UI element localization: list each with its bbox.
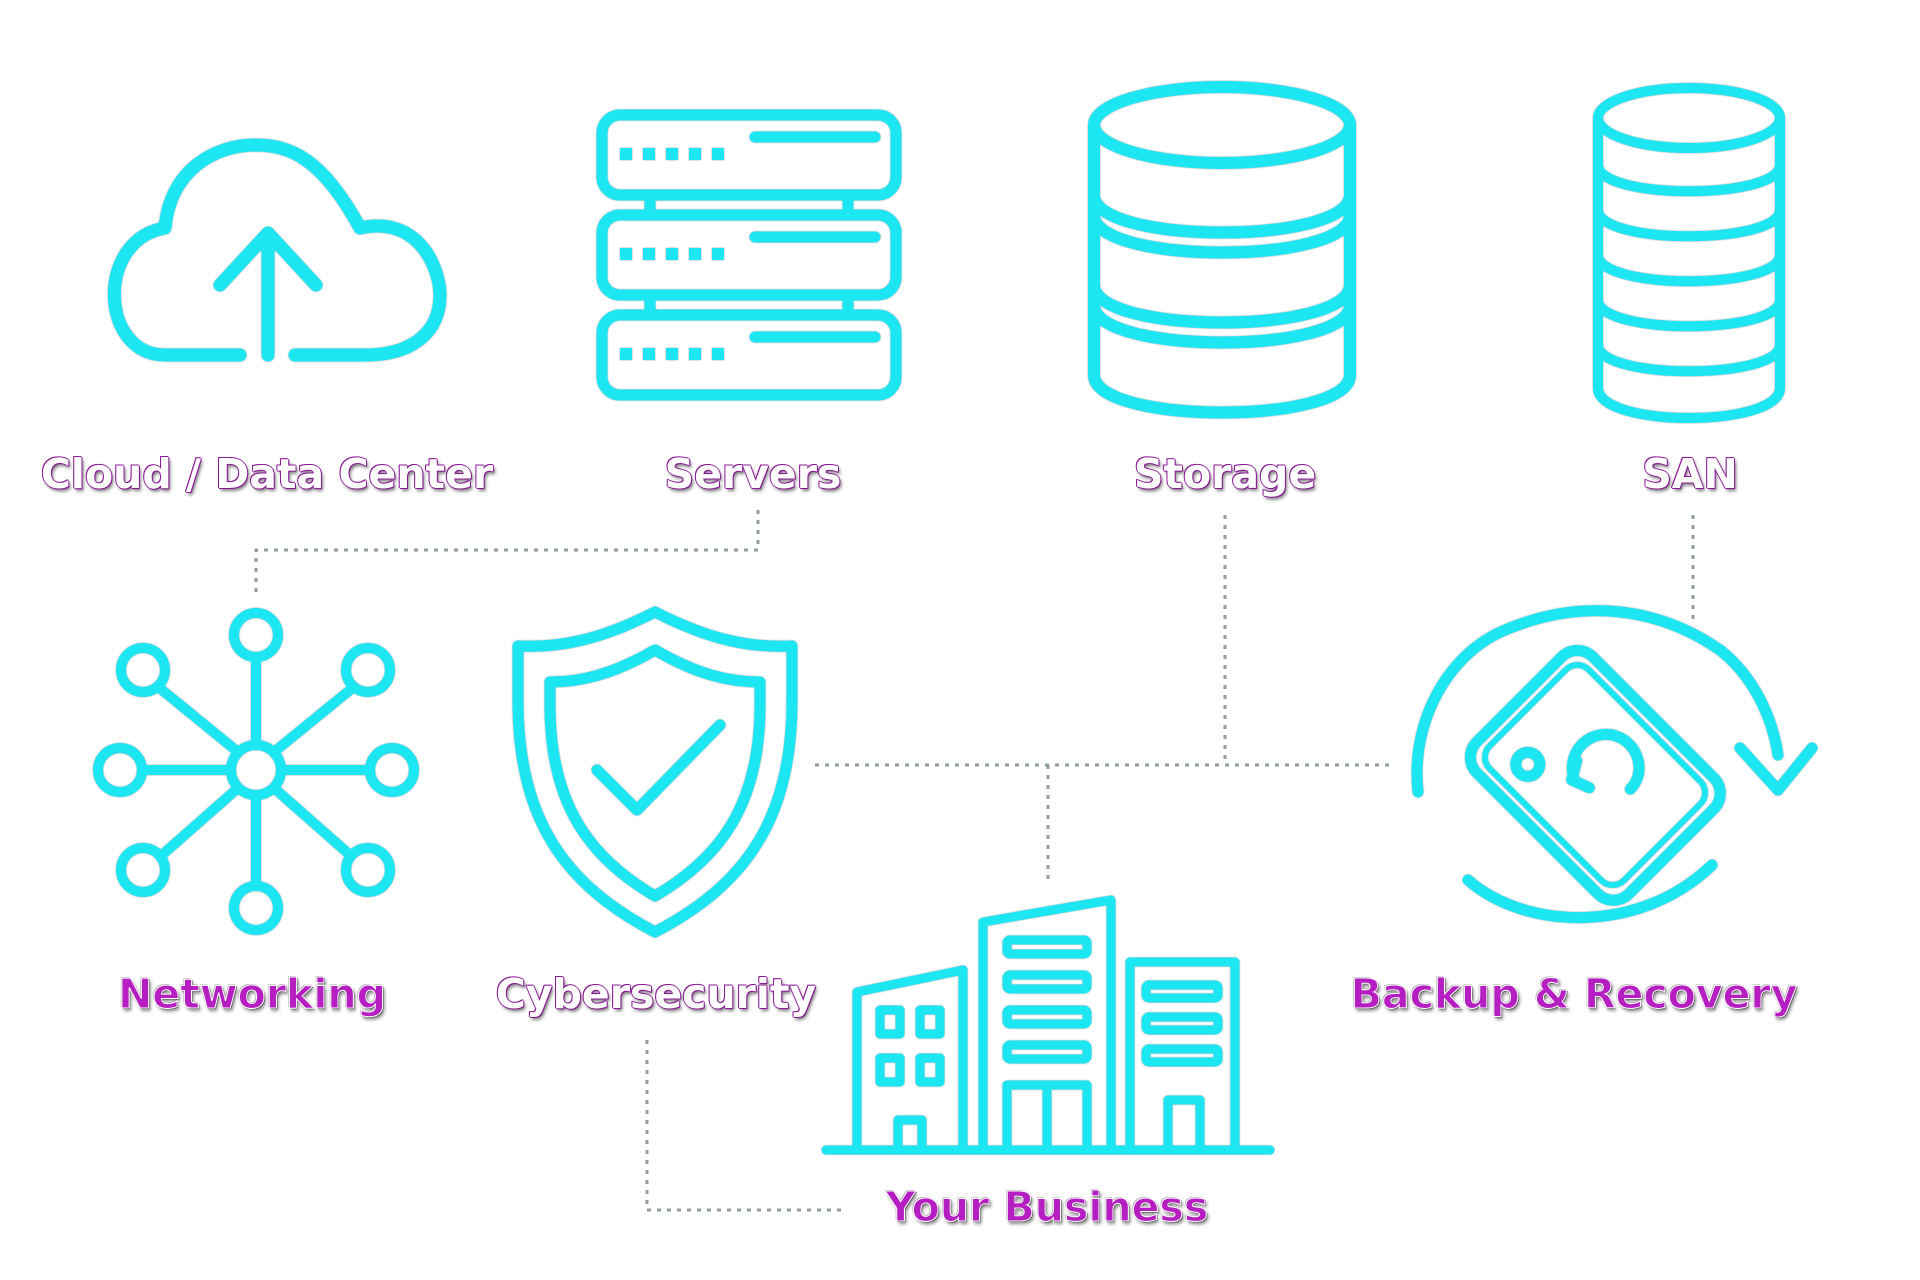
label-cloud: Cloud / Data Center — [40, 450, 494, 498]
connector-lines — [254, 510, 1695, 1212]
buildings-icon — [821, 895, 1275, 1155]
connector-cyber-business — [645, 1040, 845, 1212]
server-rack-icon — [596, 109, 902, 401]
label-business: Your Business — [885, 1183, 1209, 1232]
label-cybersecurity: Cybersecurity — [495, 970, 817, 1018]
label-servers: Servers — [664, 450, 842, 498]
san-stack-icon — [1593, 83, 1785, 423]
shield-check-icon — [512, 606, 798, 938]
cloud-upload-icon — [107, 138, 447, 362]
connector-servers-networking — [254, 510, 760, 595]
network-hub-icon — [93, 608, 419, 935]
label-networking: Networking — [118, 970, 387, 1019]
label-storage: Storage — [1133, 450, 1317, 498]
label-san: SAN — [1642, 450, 1738, 498]
backup-recovery-icon — [1411, 605, 1818, 923]
database-icon — [1088, 81, 1356, 419]
label-backup: Backup & Recovery — [1350, 970, 1798, 1019]
